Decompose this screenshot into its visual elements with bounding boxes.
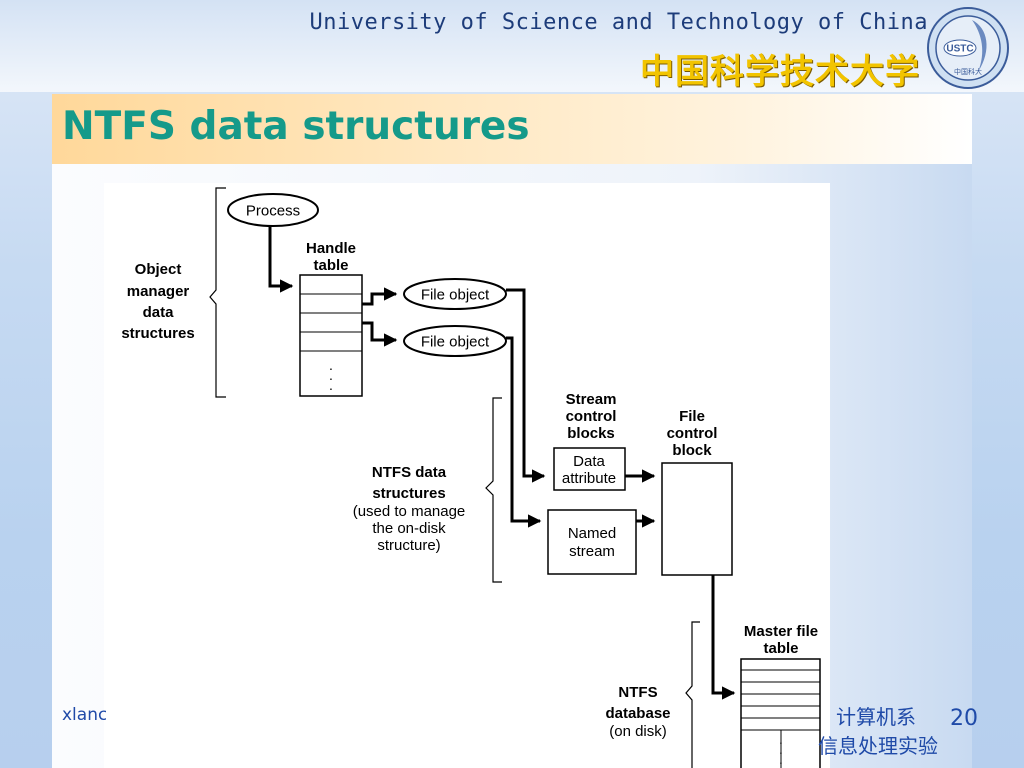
scb-label-3: blocks: [567, 425, 615, 442]
handle-table-label-1: Handle: [306, 240, 356, 257]
handle-table-label-2: table: [313, 257, 348, 274]
header-band: [0, 0, 1024, 92]
fcb-label-1: File: [679, 408, 705, 425]
fcb-label-2: control: [667, 425, 718, 442]
data-attribute-label-1: Data: [573, 453, 605, 470]
ntfs-database-label-1: NTFS: [618, 684, 657, 701]
master-file-table: . . .: [740, 658, 821, 768]
file-object-2-label: File object: [421, 334, 490, 351]
footer-lab: 信息处理实验室: [818, 734, 938, 758]
data-attribute-label-2: attribute: [562, 470, 616, 487]
scb-label-1: Stream: [566, 391, 617, 408]
ntfs-structures-label-1: NTFS data: [372, 464, 447, 481]
object-manager-brace: [209, 187, 226, 398]
ntfs-structures-label-4: the on-disk: [372, 520, 446, 537]
logo-text: USTC: [946, 44, 973, 55]
ntfs-database-label-2: database: [605, 705, 670, 722]
university-logo: USTC 中国科大: [927, 7, 1009, 89]
handle-table-ellipsis-3: .: [329, 377, 333, 393]
handle-to-fileobject2-arrow: [362, 321, 398, 347]
ntfs-structures-brace: [485, 397, 502, 583]
mft-ellipsis-1: .: [779, 731, 783, 747]
file-object-1-label: File object: [421, 287, 490, 304]
ntfs-database-label-3: (on disk): [609, 723, 667, 740]
ntfs-diagram: Object manager data structures Process H…: [104, 183, 830, 768]
ntfs-structures-label-5: structure): [377, 537, 440, 554]
mft-ellipsis-2: .: [779, 741, 783, 757]
file-control-block: [661, 462, 733, 576]
object-manager-label-1: Object: [135, 261, 182, 278]
scb-label-2: control: [566, 408, 617, 425]
ntfs-structures-label-2: structures: [372, 485, 445, 502]
fcb-label-3: block: [672, 442, 712, 459]
fileobject1-to-data-attribute-arrow: [506, 288, 546, 483]
handle-to-fileobject1-arrow: [362, 287, 398, 306]
ntfs-database-brace: [685, 621, 700, 768]
object-manager-label-3: data: [143, 304, 175, 321]
logo-cn-text: 中国科大: [954, 67, 982, 76]
mft-label-2: table: [763, 640, 798, 657]
file-object-1: [403, 278, 507, 310]
fcb-to-mft-arrow: [711, 575, 736, 700]
named-stream-label-2: stream: [569, 543, 615, 560]
page-number: 20: [950, 706, 978, 731]
process-node: [227, 193, 319, 227]
footer-department: 计算机系: [836, 705, 916, 729]
data-attribute-box: [553, 447, 626, 491]
footer-author: xlanchen: [62, 705, 106, 725]
mft-ellipsis-3: .: [779, 751, 783, 767]
handle-table: . . .: [299, 274, 363, 397]
process-label: Process: [246, 203, 300, 220]
process-to-handle-arrow: [268, 226, 294, 293]
handle-table-ellipsis-2: .: [329, 367, 333, 383]
handle-table-ellipsis-1: .: [329, 357, 333, 373]
page-title: NTFS data structures: [62, 104, 530, 149]
object-manager-label-4: structures: [121, 325, 194, 342]
university-name-cn: 中国科学技术大学: [640, 52, 920, 92]
ntfs-structures-label-3: (used to manage: [353, 503, 466, 520]
fileobject2-to-named-stream-arrow: [506, 336, 542, 528]
named-stream-box: [547, 509, 637, 575]
mft-label-1: Master file: [744, 623, 818, 640]
university-name-en: University of Science and Technology of …: [309, 10, 928, 35]
title-bar: [52, 94, 972, 164]
named-stream-label-1: Named: [568, 525, 616, 542]
object-manager-label-2: manager: [127, 283, 190, 300]
file-object-2: [403, 325, 507, 357]
